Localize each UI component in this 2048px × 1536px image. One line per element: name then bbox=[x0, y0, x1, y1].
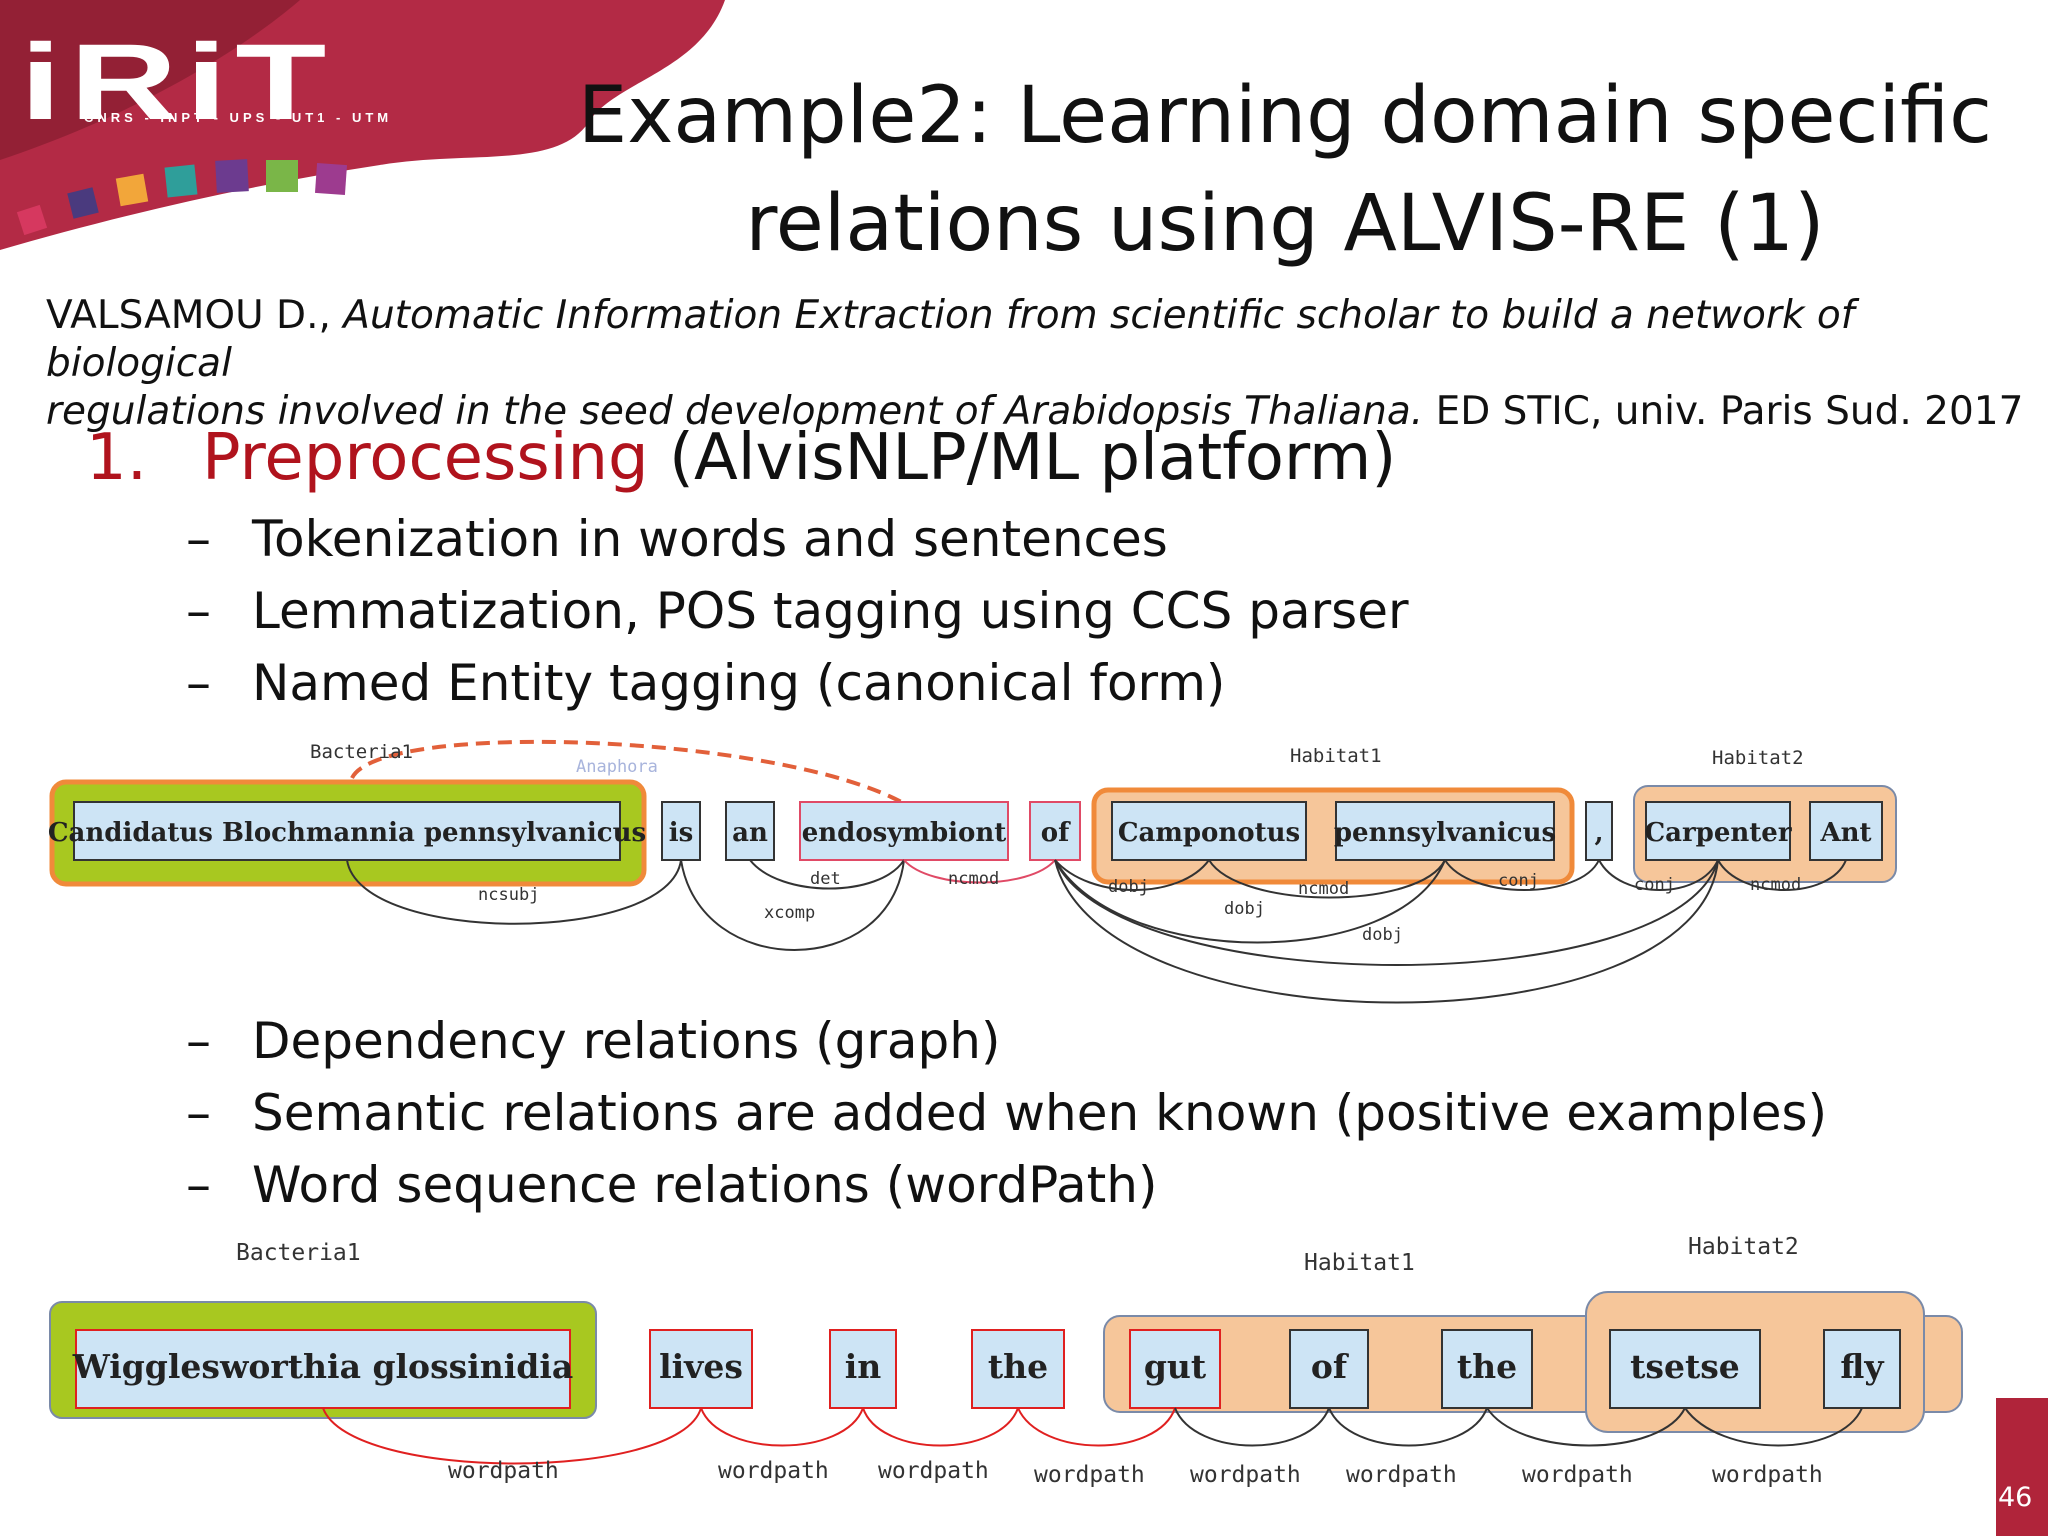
svg-text:tsetse: tsetse bbox=[1630, 1347, 1740, 1386]
token: gut bbox=[1129, 1329, 1221, 1409]
bullet-dash: – bbox=[186, 654, 211, 712]
svg-text:Camponotus: Camponotus bbox=[1118, 818, 1300, 848]
step-highlight: Preprocessing bbox=[202, 421, 649, 495]
bullet-item: –Word sequence relations (wordPath) bbox=[186, 1156, 1158, 1214]
arc-label: ncmod bbox=[1750, 875, 1801, 895]
svg-text:Ant: Ant bbox=[1819, 818, 1871, 848]
token: in bbox=[829, 1329, 897, 1409]
svg-text:lives: lives bbox=[659, 1347, 743, 1386]
arc-label: ncsubj bbox=[478, 885, 539, 905]
svg-text:of: of bbox=[1041, 818, 1071, 848]
arc-label: dobj bbox=[1224, 899, 1265, 919]
arc-label: dobj bbox=[1362, 925, 1403, 945]
svg-text:in: in bbox=[845, 1347, 882, 1386]
title-line-2: relations using ALVIS-RE (1) bbox=[745, 179, 1825, 269]
bullet-item: –Dependency relations (graph) bbox=[186, 1012, 1001, 1070]
logo-squares bbox=[16, 159, 348, 236]
token: , bbox=[1585, 801, 1613, 861]
bullet-item: –Named Entity tagging (canonical form) bbox=[186, 654, 1226, 712]
step-rest: (AlvisNLP/ML platform) bbox=[669, 421, 1397, 495]
wordpath-graph: Bacteria1 Habitat1 Habitat2 Wigglesworth… bbox=[49, 1234, 1963, 1488]
bullet-dash: – bbox=[186, 1156, 211, 1214]
label-habitat1: Habitat1 bbox=[1304, 1250, 1415, 1276]
token: fly bbox=[1823, 1329, 1901, 1409]
citation: VALSAMOU D., Automatic Information Extra… bbox=[46, 292, 2036, 436]
svg-text:,: , bbox=[1594, 818, 1603, 848]
svg-text:Wigglesworthia glossinidia: Wigglesworthia glossinidia bbox=[72, 1347, 574, 1386]
token: Wigglesworthia glossinidia bbox=[72, 1329, 574, 1409]
dependency-arcs bbox=[346, 859, 1847, 1004]
svg-text:fly: fly bbox=[1840, 1347, 1884, 1386]
arc-label: wordpath bbox=[1522, 1462, 1633, 1488]
citation-author: VALSAMOU D., bbox=[46, 293, 331, 338]
page-number-tab: 46 bbox=[1996, 1398, 2048, 1536]
arc-label: ncmod bbox=[1298, 879, 1349, 899]
token: of bbox=[1029, 801, 1081, 861]
token: lives bbox=[649, 1329, 753, 1409]
logo-subtitle: CNRS - INPT - UPS - UT1 - UTM bbox=[84, 110, 393, 125]
bullet-item: –Tokenization in words and sentences bbox=[186, 510, 1168, 568]
irit-logo bbox=[0, 0, 725, 250]
dependency-graph: Bacteria1 Anaphora Habitat1 Habitat2 Can… bbox=[48, 739, 1897, 1004]
slide-title: Example2: Learning domain specific relat… bbox=[560, 62, 2010, 278]
anaphora-link bbox=[350, 739, 906, 806]
svg-text:gut: gut bbox=[1144, 1347, 1207, 1386]
token: of bbox=[1289, 1329, 1369, 1409]
svg-text:the: the bbox=[1457, 1347, 1517, 1386]
label-anaphora: Anaphora bbox=[576, 757, 658, 777]
bullet-dash: – bbox=[186, 582, 211, 640]
arc-label: wordpath bbox=[1034, 1462, 1145, 1488]
token: endosymbiont bbox=[799, 801, 1009, 861]
logo-wordmark: iRiT bbox=[20, 21, 335, 142]
token: the bbox=[1441, 1329, 1533, 1409]
title-line-1: Example2: Learning domain specific bbox=[577, 71, 1993, 161]
token: Carpenter bbox=[1644, 801, 1792, 861]
token: Candidatus Blochmannia pennsylvanicus bbox=[48, 801, 646, 861]
citation-work-line1: Automatic Information Extraction from sc… bbox=[46, 293, 1855, 386]
arc-label: ncmod bbox=[948, 869, 999, 889]
bullet-item: –Lemmatization, POS tagging using CCS pa… bbox=[186, 582, 1409, 640]
token: tsetse bbox=[1609, 1329, 1761, 1409]
bullet-dash: – bbox=[186, 510, 211, 568]
token: an bbox=[725, 801, 775, 861]
arc-label: conj bbox=[1634, 875, 1675, 895]
token: is bbox=[661, 801, 701, 861]
wordpath-arcs bbox=[322, 1407, 1863, 1465]
page-number: 46 bbox=[1998, 1482, 2033, 1513]
token: Camponotus bbox=[1111, 801, 1307, 861]
arc-label: xcomp bbox=[764, 903, 815, 923]
svg-text:pennsylvanicus: pennsylvanicus bbox=[1334, 818, 1556, 848]
svg-text:Carpenter: Carpenter bbox=[1644, 818, 1791, 848]
token: Ant bbox=[1809, 801, 1883, 861]
arc-label: det bbox=[810, 869, 841, 889]
arc-label: wordpath bbox=[1346, 1462, 1457, 1488]
bullet-dash: – bbox=[186, 1084, 211, 1142]
citation-source: ED STIC, univ. Paris Sud. 2017 bbox=[1435, 389, 2024, 434]
arc-label: wordpath bbox=[718, 1458, 829, 1484]
label-bacteria1: Bacteria1 bbox=[236, 1240, 361, 1266]
svg-text:is: is bbox=[669, 818, 694, 848]
label-habitat1: Habitat1 bbox=[1290, 745, 1382, 767]
step-heading: 1. Preprocessing (AlvisNLP/ML platform) bbox=[86, 418, 1396, 498]
bullet-item: –Semantic relations are added when known… bbox=[186, 1084, 1828, 1142]
step-number: 1. bbox=[86, 421, 148, 495]
arc-label: wordpath bbox=[878, 1458, 989, 1484]
label-habitat2: Habitat2 bbox=[1712, 747, 1804, 769]
label-bacteria1: Bacteria1 bbox=[310, 741, 413, 763]
arc-label: wordpath bbox=[1712, 1462, 1823, 1488]
svg-text:the: the bbox=[988, 1347, 1048, 1386]
token: the bbox=[971, 1329, 1065, 1409]
citation-work-line2: regulations involved in the seed develop… bbox=[46, 389, 1424, 434]
arc-label: wordpath bbox=[1190, 1462, 1301, 1488]
arc-label: dobj bbox=[1108, 877, 1149, 897]
label-habitat2: Habitat2 bbox=[1688, 1234, 1799, 1260]
svg-text:endosymbiont: endosymbiont bbox=[802, 818, 1007, 848]
svg-text:of: of bbox=[1311, 1347, 1349, 1386]
svg-text:Candidatus Blochmannia pennsyl: Candidatus Blochmannia pennsylvanicus bbox=[48, 818, 646, 848]
arc-label: conj bbox=[1498, 871, 1539, 891]
bullet-dash: – bbox=[186, 1012, 211, 1070]
svg-text:an: an bbox=[732, 818, 768, 848]
token: pennsylvanicus bbox=[1334, 801, 1556, 861]
arc-label: wordpath bbox=[448, 1458, 559, 1484]
